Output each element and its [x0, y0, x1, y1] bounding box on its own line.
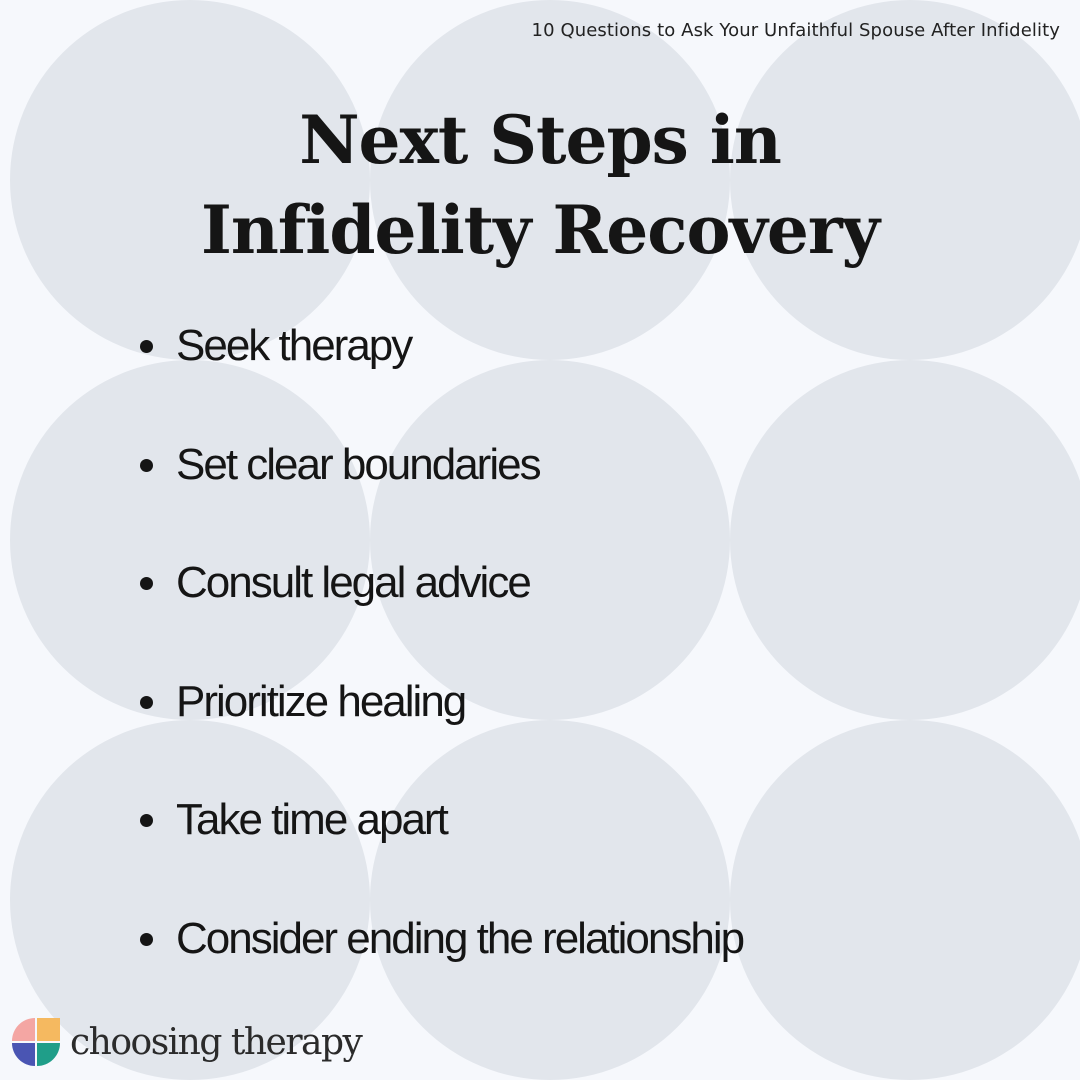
list-item: Take time apart — [130, 789, 743, 908]
step-label: Consider ending the relationship — [176, 913, 745, 963]
background-circle — [730, 360, 1080, 720]
background-circle — [370, 720, 730, 1080]
background-circle — [10, 0, 370, 360]
brand-name: choosing therapy — [70, 1021, 363, 1063]
bullet-icon — [140, 340, 153, 353]
next-steps-list: Seek therapy Set clear boundaries Consul… — [130, 315, 745, 1027]
list-item: Seek therapy — [130, 315, 743, 434]
background-circle — [730, 720, 1080, 1080]
choosing-therapy-logo-icon — [12, 1018, 60, 1066]
bullet-icon — [140, 814, 153, 827]
background-circle — [370, 0, 730, 360]
step-label: Prioritize healing — [176, 676, 467, 726]
list-item: Prioritize healing — [130, 671, 743, 790]
background-circle — [10, 360, 370, 720]
list-item: Consider ending the relationship — [130, 908, 745, 1027]
step-label: Set clear boundaries — [176, 439, 542, 489]
list-item: Consult legal advice — [130, 552, 743, 671]
title-line-1: Next Steps in — [299, 101, 782, 179]
bullet-icon — [140, 577, 153, 590]
series-caption: 10 Questions to Ask Your Unfaithful Spou… — [531, 20, 1060, 41]
step-label: Seek therapy — [176, 321, 413, 370]
title-line-2: Infidelity Recovery — [201, 191, 880, 269]
page-title: Next Steps in Infidelity Recovery — [0, 95, 1080, 275]
background-circle — [370, 360, 730, 720]
background-circle — [10, 720, 370, 1080]
bullet-icon — [140, 458, 153, 472]
bullet-icon — [140, 695, 153, 709]
brand: choosing therapy — [12, 1018, 363, 1066]
list-item: Set clear boundaries — [130, 434, 743, 553]
background-circle — [730, 0, 1080, 360]
step-label: Take time apart — [176, 795, 449, 844]
bullet-icon — [140, 932, 153, 946]
step-label: Consult legal advice — [176, 558, 532, 607]
